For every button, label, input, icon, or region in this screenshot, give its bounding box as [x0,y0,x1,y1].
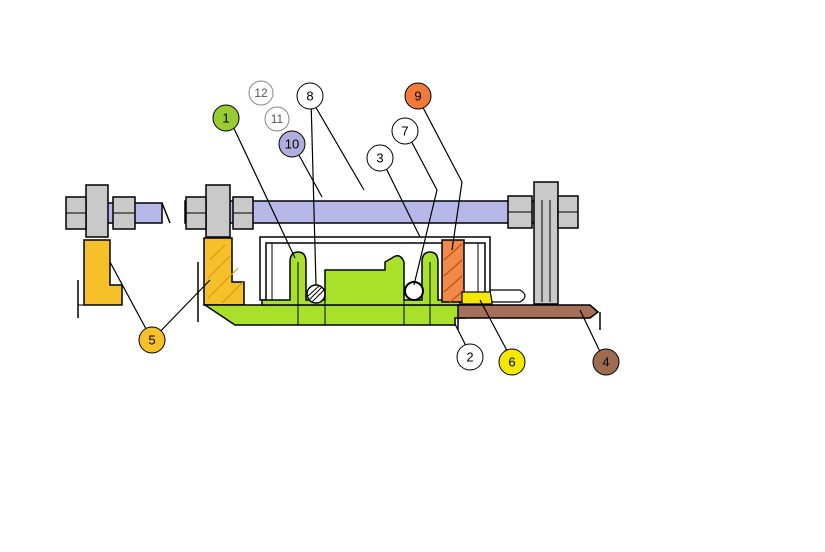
left-bracket-2 [185,184,254,322]
left-bracket-1 [65,184,136,318]
callout-5: 5 [138,326,166,354]
right-bracket [507,181,579,305]
svg-text:3: 3 [376,151,383,166]
callout-2: 2 [456,343,484,371]
green-base-plate [202,304,466,326]
svg-text:1: 1 [222,111,229,126]
svg-text:10: 10 [285,137,299,152]
callout-7: 7 [391,117,419,145]
yellow-pad [461,291,493,305]
green-body [261,251,461,306]
o-ring [404,281,424,301]
svg-text:4: 4 [602,355,609,370]
brown-strip [457,304,600,319]
callout-12: 12 [248,80,274,106]
callout-8: 8 [296,82,324,110]
svg-text:6: 6 [508,355,515,370]
callout-6: 6 [498,348,526,376]
svg-text:2: 2 [466,350,473,365]
callout-3: 3 [366,144,394,172]
callout-11: 11 [264,106,290,132]
svg-text:11: 11 [271,112,284,126]
callout-10: 10 [278,130,306,158]
svg-text:8: 8 [306,89,313,104]
callout-4: 4 [592,348,620,376]
svg-text:5: 5 [148,333,155,348]
callout-1: 1 [212,104,240,132]
svg-text:7: 7 [401,124,408,139]
svg-text:9: 9 [414,89,421,104]
callout-9: 9 [404,82,432,110]
svg-text:12: 12 [254,86,268,100]
